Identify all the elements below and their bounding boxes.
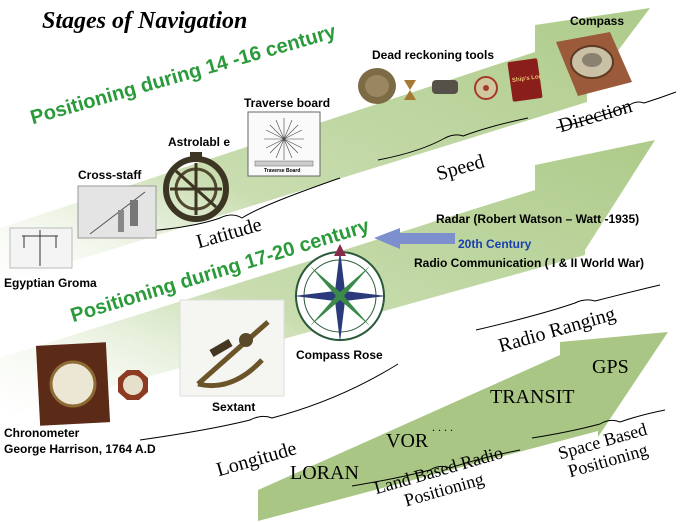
label-compass: Compass <box>570 14 625 28</box>
label-chronometer: Chronometer <box>4 426 80 440</box>
brace-speed <box>377 117 529 161</box>
label-astrolabe: Astrolabl e <box>168 135 231 149</box>
label-egyptian-groma: Egyptian Groma <box>4 276 97 290</box>
traverse-board-picture <box>247 111 321 177</box>
dead-reckoning-pictures <box>358 58 543 104</box>
label-traverse-board: Traverse board <box>244 96 331 110</box>
compass-rose-picture <box>294 244 386 342</box>
arrow-modern <box>258 332 668 521</box>
sextant-picture <box>179 299 285 397</box>
groma-picture <box>9 227 73 269</box>
blue-arrow <box>374 228 455 249</box>
label-radio-communication: Radio Communication ( I & II World War) <box>414 256 644 270</box>
system-gps: GPS <box>592 356 629 378</box>
page-title: Stages of Navigation <box>42 8 248 34</box>
label-sextant: Sextant <box>212 400 256 414</box>
cross-staff-picture <box>77 185 157 239</box>
label-traverse-caption: Traverse Board <box>264 168 301 174</box>
label-cross-staff: Cross-staff <box>78 168 142 182</box>
brace-radio-ranging <box>475 284 661 331</box>
brace-latitude <box>89 177 341 235</box>
system-loran: LORAN <box>290 462 359 484</box>
brace-space-based <box>531 409 666 439</box>
brace-land-based <box>351 449 521 487</box>
vor-transit-dots: . . . . <box>432 420 453 434</box>
label-compass-rose: Compass Rose <box>296 348 383 362</box>
label-george-harrison: George Harrison, 1764 A.D <box>4 442 156 456</box>
braces <box>89 91 677 487</box>
brace-direction <box>555 91 677 129</box>
brace-longitude <box>139 363 399 441</box>
label-20th-century: 20th Century <box>458 237 532 251</box>
label-radar: Radar (Robert Watson – Watt -1935) <box>436 212 640 226</box>
chronometer-picture <box>35 342 148 426</box>
system-vor: VOR <box>386 430 429 452</box>
system-transit: TRANSIT <box>490 386 575 408</box>
label-dead-reckoning: Dead reckoning tools <box>372 48 495 62</box>
astrolabe-picture <box>163 152 229 222</box>
compass-picture <box>556 32 632 96</box>
